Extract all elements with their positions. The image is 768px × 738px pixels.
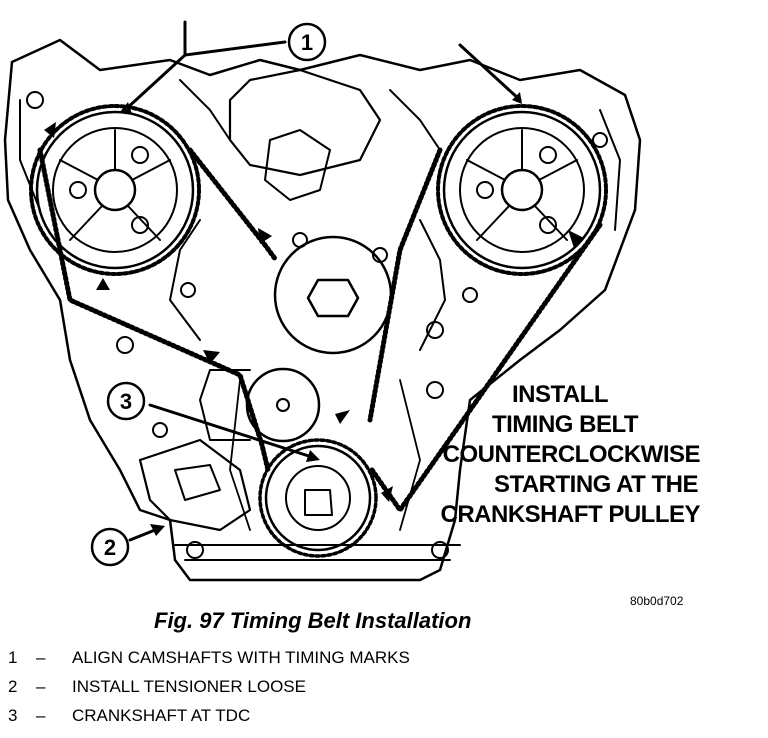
legend-text: INSTALL TENSIONER LOOSE bbox=[72, 677, 306, 696]
callout-3: 3 bbox=[106, 381, 146, 421]
timing-belt bbox=[37, 147, 603, 513]
legend-number: 1 bbox=[8, 648, 18, 667]
instruction-line: STARTING AT THE bbox=[493, 471, 699, 498]
left-cam-sprocket bbox=[29, 104, 201, 276]
legend-text: ALIGN CAMSHAFTS WITH TIMING MARKS bbox=[72, 648, 410, 667]
figure-id: 80b0d702 bbox=[630, 594, 684, 608]
legend-number: 2 bbox=[8, 677, 18, 696]
callout-number: 1 bbox=[301, 30, 313, 55]
legend-dash: – bbox=[36, 706, 46, 725]
callout-2: 2 bbox=[90, 527, 130, 567]
legend-dash: – bbox=[36, 677, 46, 696]
legend-text: CRANKSHAFT AT TDC bbox=[72, 706, 251, 725]
legend-item: 2 – INSTALL TENSIONER LOOSE bbox=[8, 677, 410, 706]
legend: 1 – ALIGN CAMSHAFTS WITH TIMING MARKS 2 … bbox=[8, 648, 410, 735]
belt-direction-arrow bbox=[258, 228, 272, 244]
instruction-text: INSTALL TIMING BELT COUNTERCLOCKWISE STA… bbox=[400, 380, 701, 530]
legend-dash: – bbox=[36, 648, 46, 667]
figure-caption: Fig. 97 Timing Belt Installation bbox=[154, 608, 472, 633]
legend-number: 3 bbox=[8, 706, 18, 725]
belt-tensioner bbox=[138, 438, 252, 532]
leader-line-1-right bbox=[458, 43, 522, 102]
water-pump bbox=[273, 232, 393, 355]
belt-direction-arrow bbox=[335, 410, 350, 424]
belt-direction-arrow bbox=[568, 230, 584, 248]
engine-block-outline bbox=[3, 38, 642, 582]
instruction-line: INSTALL bbox=[511, 381, 609, 408]
engine-drawing: 1 2 3 bbox=[3, 20, 642, 582]
instruction-line: CRANKSHAFT PULLEY bbox=[440, 501, 701, 528]
crankshaft-pulley bbox=[258, 438, 378, 558]
leader-line-1-left bbox=[123, 40, 287, 112]
leader-line-2 bbox=[128, 528, 157, 542]
instruction-line: TIMING BELT bbox=[491, 411, 639, 438]
legend-item: 1 – ALIGN CAMSHAFTS WITH TIMING MARKS bbox=[8, 648, 410, 677]
instruction-line: COUNTERCLOCKWISE bbox=[442, 441, 701, 468]
belt-direction-arrow bbox=[44, 122, 56, 138]
right-cam-sprocket bbox=[436, 104, 608, 276]
belt-direction-arrow bbox=[381, 486, 393, 502]
callout-number: 3 bbox=[120, 389, 132, 414]
callout-1: 1 bbox=[287, 22, 327, 62]
legend-item: 3 – CRANKSHAFT AT TDC bbox=[8, 706, 410, 735]
belt-direction-arrow bbox=[203, 350, 220, 364]
leader-line-3 bbox=[148, 403, 317, 460]
belt-direction-arrow bbox=[96, 278, 110, 290]
callout-number: 2 bbox=[104, 535, 116, 560]
